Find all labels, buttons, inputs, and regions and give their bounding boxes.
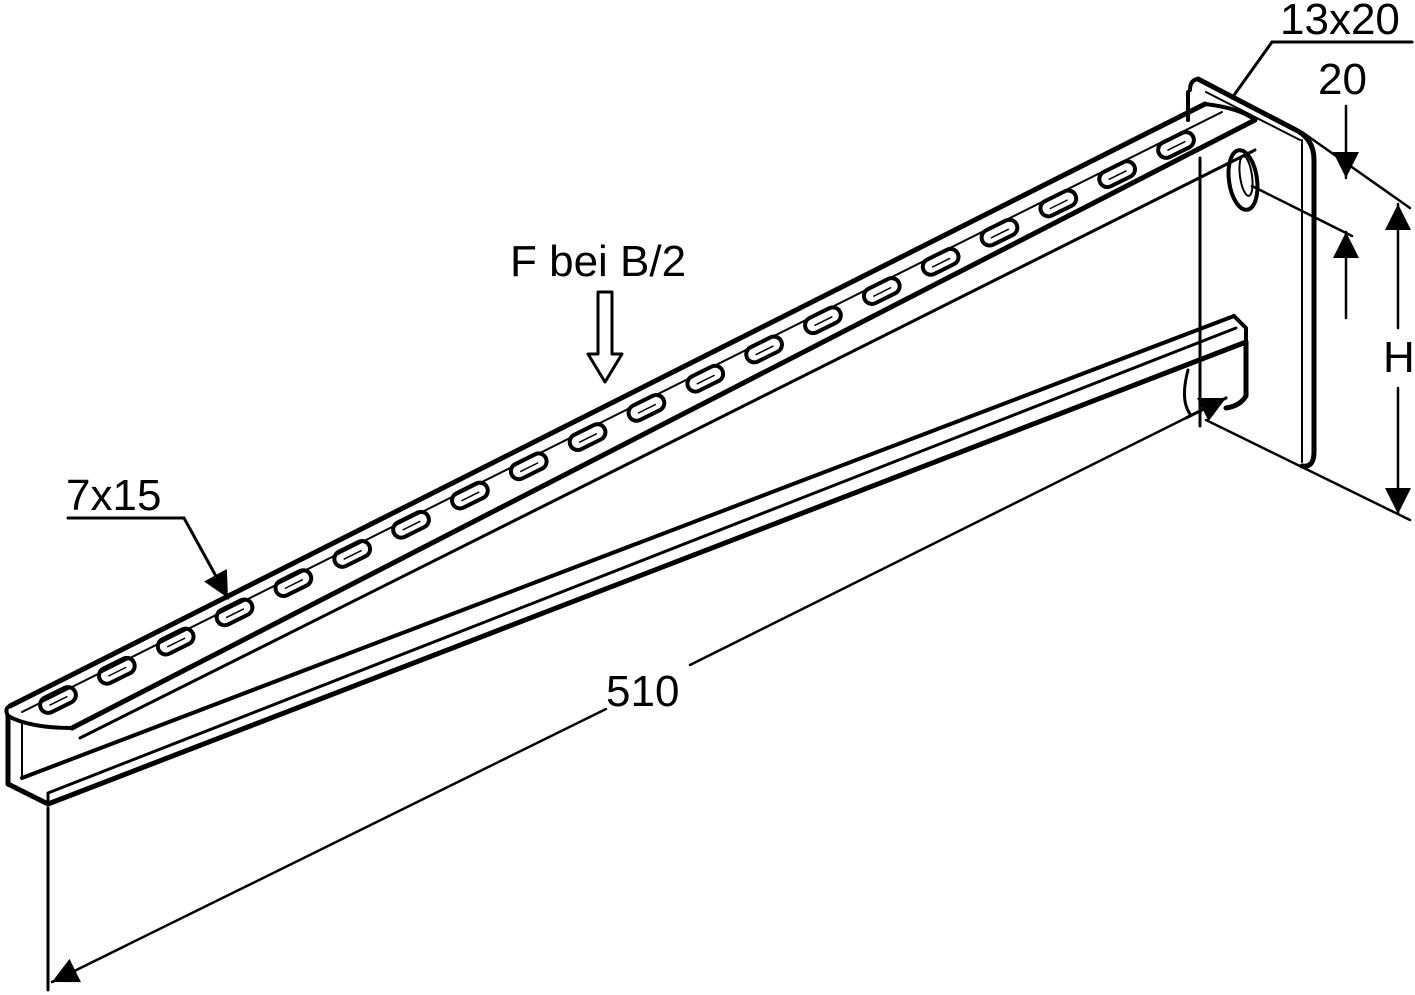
arm-slot-edge [578, 432, 598, 444]
arm-slot [332, 539, 373, 569]
length-label: 510 [606, 667, 679, 716]
top-arm [4, 101, 1258, 731]
arm-slot [96, 655, 137, 686]
arm-slot [744, 334, 784, 365]
arm-slot-edge [872, 286, 892, 298]
arm-slot [626, 393, 667, 423]
arm-slot [38, 685, 78, 715]
arm-slot-edge [461, 491, 480, 502]
arm-slot-edge [49, 695, 68, 707]
slot-bottom-label: 7x15 [66, 471, 161, 520]
slot-top-leader [1230, 40, 1414, 100]
arm-slot-edge [1108, 169, 1127, 181]
wall-plate [1186, 76, 1317, 469]
arm-slot [450, 480, 490, 511]
arm-slot [1156, 130, 1196, 160]
arm-slot-edge [402, 520, 421, 531]
slot-top-label: 13x20 [1280, 0, 1400, 44]
arm-slot [155, 626, 196, 657]
arm-slot-edge [343, 549, 362, 560]
load-arrow-icon [586, 290, 624, 384]
offset-dimension [1250, 104, 1359, 320]
arm-slot-edge [1167, 140, 1186, 152]
arm-slot-edge [755, 345, 774, 356]
arm-slot-edge [166, 637, 186, 648]
height-label: H [1383, 333, 1415, 382]
arm-slot [861, 276, 902, 306]
arm-slot [567, 422, 608, 452]
arm-slot-edge [225, 608, 245, 619]
offset-label: 20 [1318, 55, 1367, 104]
arm-slot [1038, 188, 1079, 219]
arm-slot [214, 597, 255, 628]
arm-slot [803, 305, 843, 336]
bottom-flange [5, 314, 1249, 807]
arm-slot-edge [519, 462, 539, 473]
mounting-slot [1226, 148, 1260, 212]
arm-slot [685, 363, 726, 394]
slot-row [38, 130, 1196, 715]
arm-slot [273, 568, 314, 599]
arm-slot-edge [931, 257, 951, 268]
arm-slot [391, 509, 431, 540]
length-dimension [46, 396, 1228, 992]
arm-slot [979, 217, 1020, 248]
arm-slot-edge [1049, 199, 1069, 210]
arm-slot-edge [107, 666, 127, 677]
slot-bottom-leader [66, 516, 230, 600]
side-web [5, 148, 1257, 787]
arm-slot [920, 246, 961, 277]
arm-slot-edge [990, 228, 1010, 239]
arm-slot [1097, 159, 1138, 190]
arm-slot-edge [814, 316, 833, 327]
arm-slot-edge [637, 403, 657, 414]
arm-slot-edge [284, 578, 304, 590]
arm-slot-edge [696, 374, 715, 385]
height-dimension [1204, 130, 1412, 522]
arm-slot [508, 451, 549, 482]
force-label: F bei B/2 [510, 237, 686, 286]
